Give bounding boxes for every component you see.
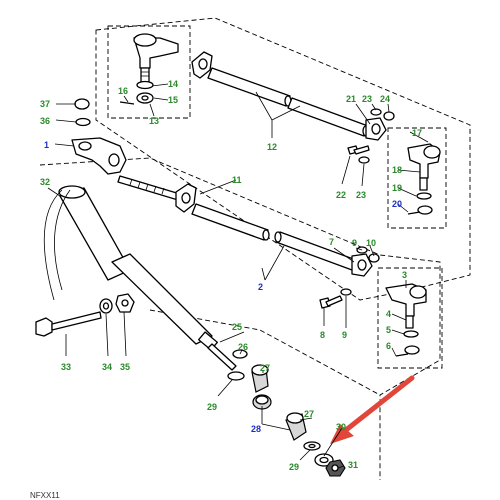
callout-25: 25 [232, 322, 242, 332]
split-pin-6 [395, 353, 409, 357]
callout-4: 4 [386, 309, 391, 319]
callout-31: 31 [348, 460, 358, 470]
steering-damper [58, 185, 237, 371]
clamp-lower-right [351, 253, 373, 277]
callout-32: 32 [40, 177, 50, 187]
lower-ball-joint-inset [377, 267, 443, 369]
callout-18: 18 [392, 165, 402, 175]
callout-20: 20 [392, 199, 402, 209]
callout-5: 5 [386, 325, 391, 335]
callout-14: 14 [168, 79, 178, 89]
damper-group-outline [149, 309, 381, 396]
callout-29-upper: 29 [207, 402, 217, 412]
callout-12: 12 [267, 142, 277, 152]
red-pointer-arrow [330, 375, 415, 444]
callout-1: 1 [44, 140, 49, 150]
callout-34: 34 [102, 362, 112, 372]
callout-35: 35 [120, 362, 130, 372]
nut-24 [383, 111, 395, 121]
callout-27-lower: 27 [304, 409, 314, 419]
callout-13: 13 [149, 116, 159, 126]
callout-11: 11 [232, 175, 242, 185]
callout-15: 15 [168, 95, 178, 105]
bolt-22 [347, 145, 370, 155]
track-rod-tube-2 [191, 203, 357, 271]
washer-29-lower-hole [308, 443, 316, 449]
washer-29-upper [227, 371, 245, 381]
callout-19: 19 [392, 183, 402, 193]
callout-3: 3 [402, 270, 407, 280]
callout-24: 24 [380, 94, 390, 104]
callout-36: 36 [40, 116, 50, 126]
callout-17: 17 [412, 128, 422, 138]
right-ball-joint [407, 143, 441, 191]
callout-21: 21 [346, 94, 356, 104]
bolt-8 [319, 295, 343, 309]
washer-34-hole [102, 302, 110, 310]
upper-ball-joint-inset [107, 25, 191, 119]
split-pin-20 [407, 211, 421, 215]
clamp-upper-left [191, 51, 213, 79]
damper-eye-curve [43, 189, 71, 301]
lower-nut [404, 345, 420, 355]
callout-9-upper: 9 [352, 238, 357, 248]
callout-33: 33 [61, 362, 71, 372]
callout-29-lower: 29 [289, 462, 299, 472]
washer-23-upper [370, 108, 382, 116]
upper-nut-15 [136, 92, 154, 104]
right-washer-19 [416, 192, 432, 200]
upper-ball-joint [133, 33, 179, 83]
drop-arm [71, 137, 127, 175]
callout-8: 8 [320, 330, 325, 340]
callout-6: 6 [386, 341, 391, 351]
callout-23-lower: 23 [356, 190, 366, 200]
nut-10 [368, 253, 380, 263]
washer-36 [75, 117, 91, 127]
callout-22: 22 [336, 190, 346, 200]
washer-23-lower [358, 156, 370, 164]
callout-9-lower: 9 [342, 330, 347, 340]
lower-ball-joint [385, 283, 427, 329]
bush-27-middle [252, 394, 272, 410]
lower-track-rod-group-outline [39, 157, 441, 480]
leader-lines [47, 83, 429, 469]
callout-23-upper: 23 [362, 94, 372, 104]
callout-37: 37 [40, 99, 50, 109]
right-nut [417, 205, 433, 215]
drag-link-tube-12 [207, 67, 370, 137]
bolt-33 [35, 311, 102, 337]
callout-16: 16 [118, 86, 128, 96]
nut-35 [115, 293, 135, 313]
drag-link-rod-11 [117, 175, 181, 201]
nut-37 [74, 98, 90, 110]
washer-30-hole [319, 456, 329, 464]
clamp-upper-right [365, 117, 387, 141]
callout-27-upper: 27 [260, 363, 270, 373]
callout-10: 10 [366, 238, 376, 248]
callout-30: 30 [336, 422, 346, 432]
bush-27-upper [251, 364, 269, 393]
drawing-code: NFXX11 [30, 491, 60, 500]
bush-27-lower [285, 412, 307, 441]
right-ball-joint-inset [387, 127, 447, 229]
split-pin-16 [119, 101, 135, 105]
callout-7: 7 [329, 237, 334, 247]
nut-31 [325, 459, 346, 477]
callout-26: 26 [238, 342, 248, 352]
washer-9-lower [340, 288, 352, 296]
upper-washer-14 [136, 80, 154, 90]
callout-2: 2 [258, 282, 263, 292]
callout-28: 28 [251, 424, 261, 434]
clamp-lower-left [175, 183, 197, 213]
lower-washer-5 [403, 330, 419, 338]
